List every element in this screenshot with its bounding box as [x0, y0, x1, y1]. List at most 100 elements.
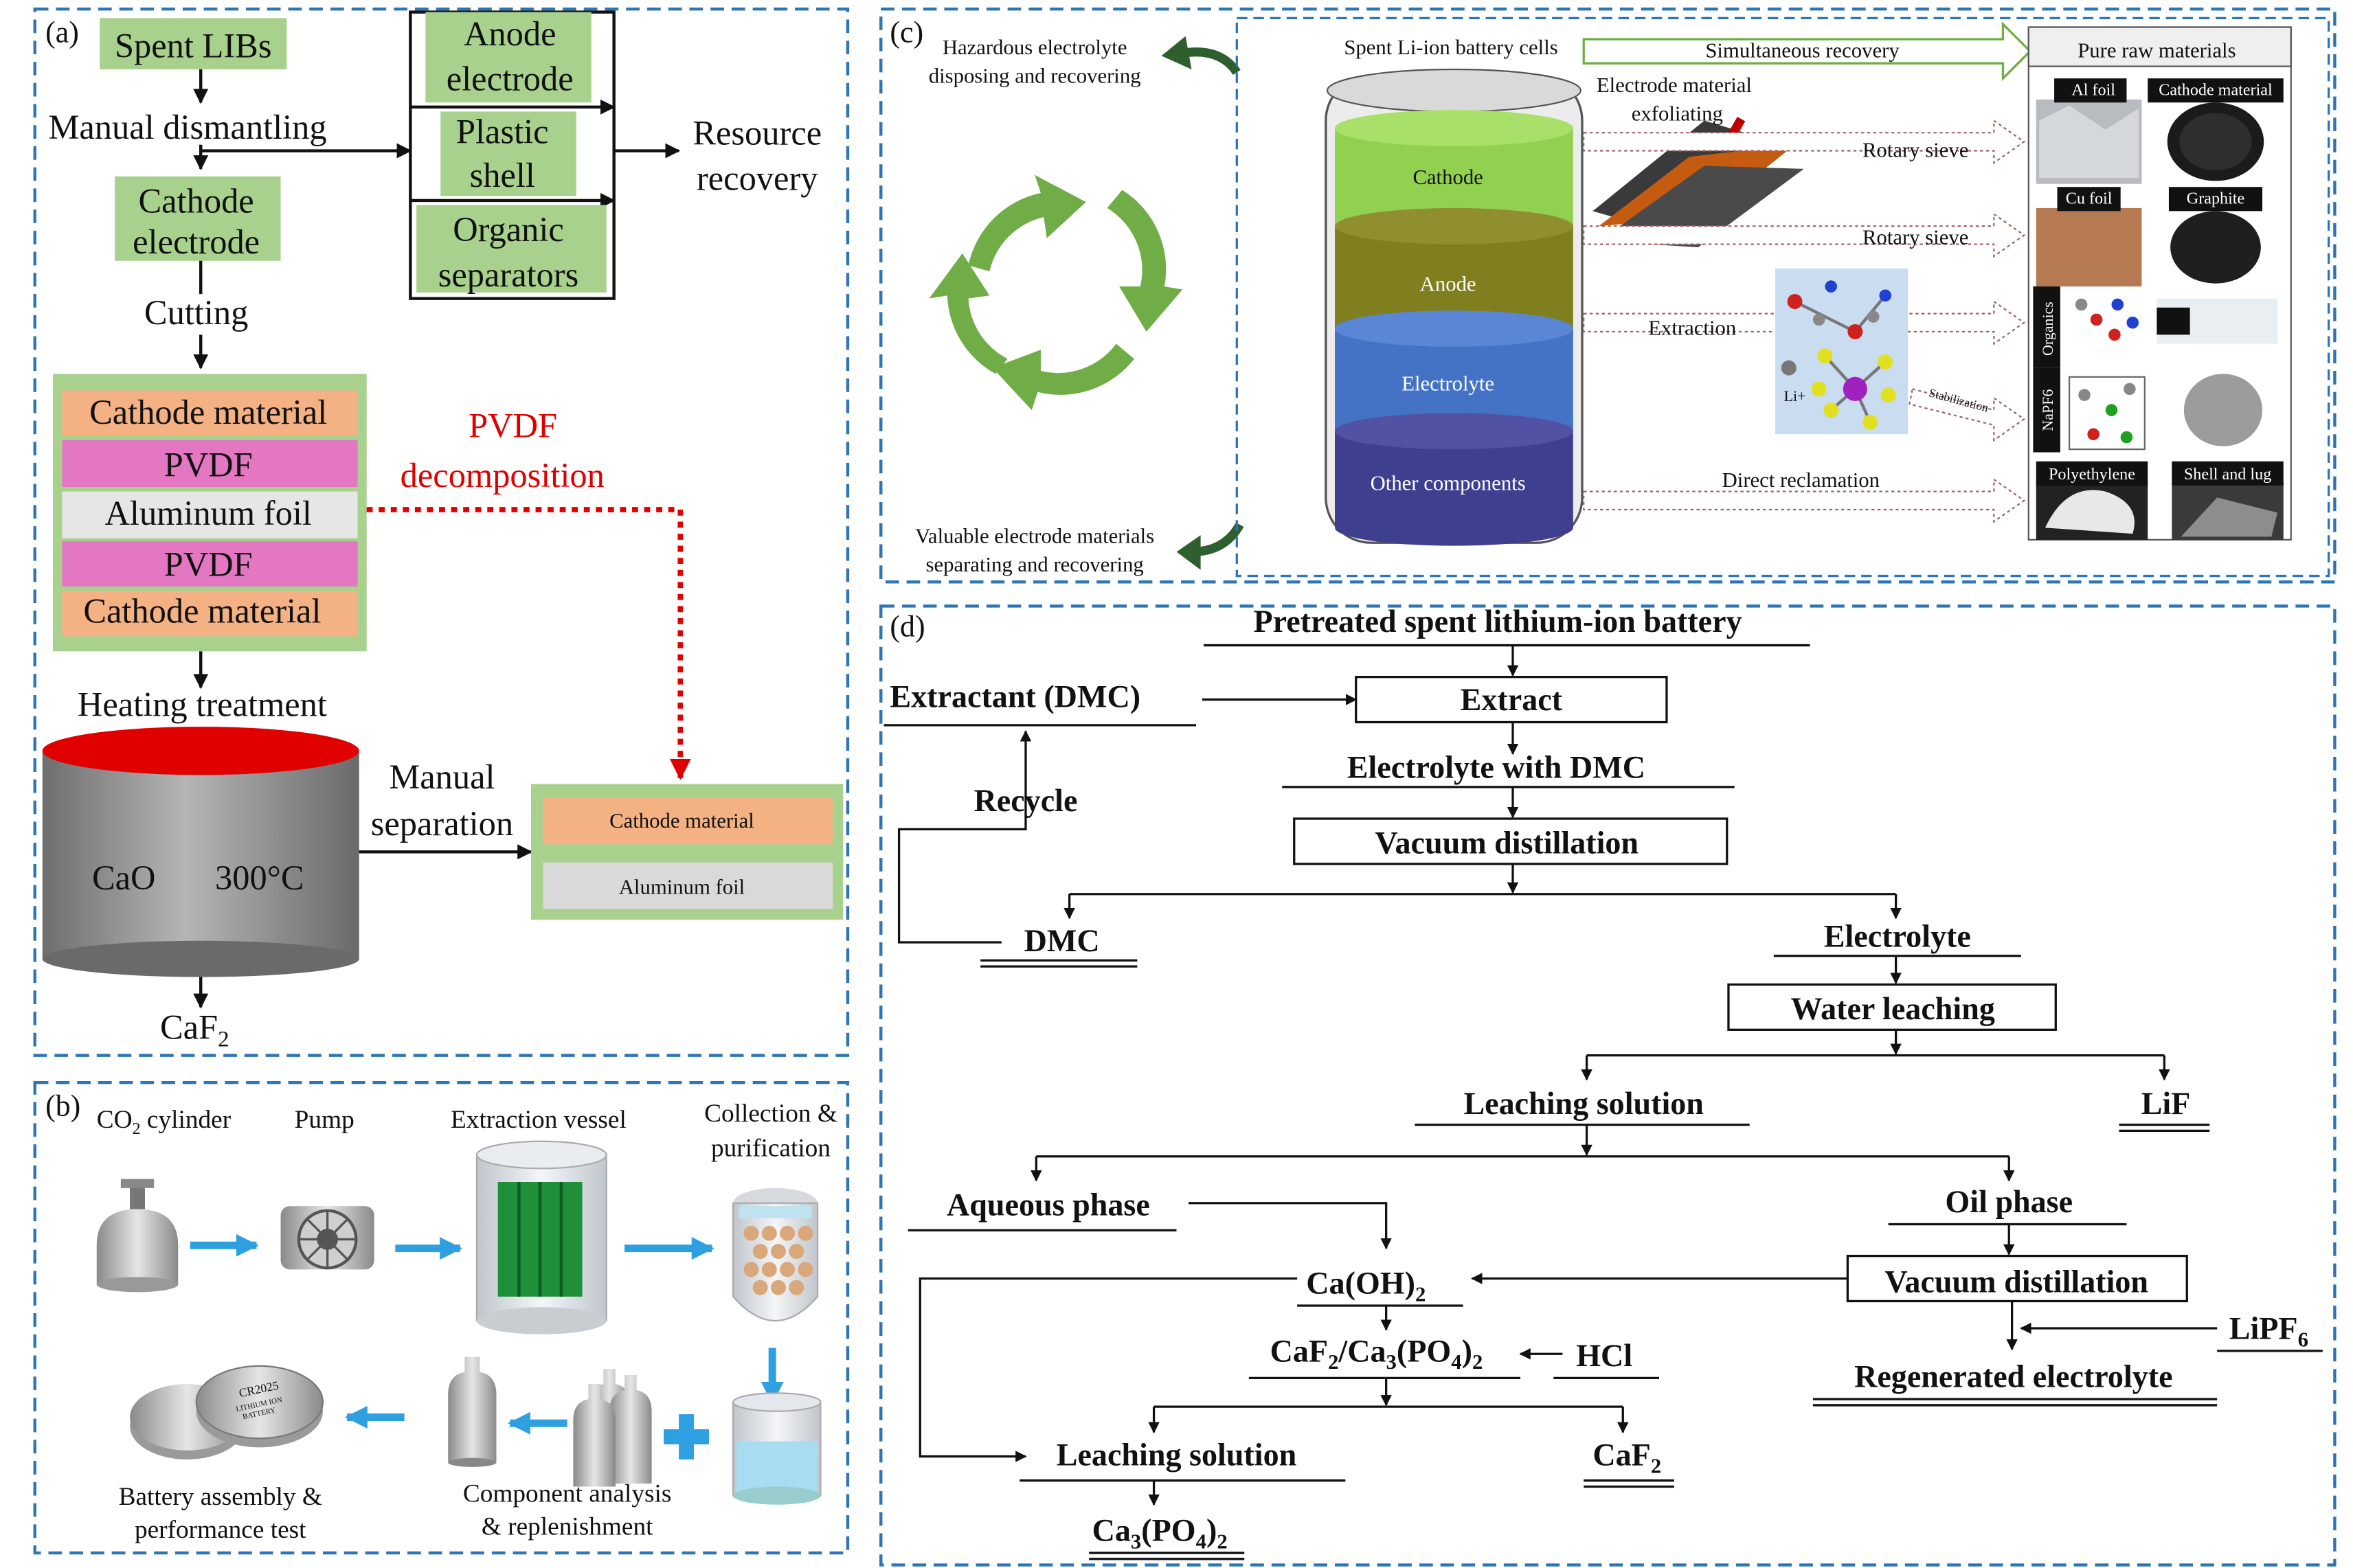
- vacuum-label-1: Vacuum distillation: [1375, 825, 1639, 860]
- electrolyte-dmc-label: Electrolyte with DMC: [1347, 750, 1645, 785]
- cell-layer-electrolyte: Electrolyte: [1401, 372, 1494, 396]
- lipf6-molecule-graphic: [1775, 268, 1909, 435]
- panel-b-label: (b): [45, 1089, 80, 1122]
- hcl-label: HCl: [1576, 1338, 1632, 1373]
- layer-cathode-bottom: [62, 591, 358, 637]
- cell-layer-other: Other components: [1371, 471, 1526, 495]
- resource-label-2: recovery: [697, 159, 818, 198]
- heating-label: Heating treatment: [78, 685, 327, 724]
- leaching-solution-label-2: Leaching solution: [1057, 1438, 1297, 1473]
- vacuum-box-1: [1293, 817, 1729, 865]
- plastic-label-1: Plastic: [456, 113, 549, 151]
- cells-label: Spent Li-ion battery cells: [1344, 36, 1557, 59]
- layer-label-4: PVDF: [164, 545, 253, 584]
- cathode-electrode-label-2: electrode: [133, 223, 260, 261]
- plus-icon: [664, 1414, 709, 1459]
- caf2-ca3po4-label: CaF2/Ca3(PO4)2: [1270, 1333, 1483, 1374]
- tile-organics: Organics: [2039, 302, 2056, 356]
- panel-d-label: (d): [890, 610, 925, 643]
- spent-libs-label: Spent LIBs: [115, 26, 272, 65]
- direct-label: Direct reclamation: [1722, 468, 1880, 492]
- cathode-electrode-box: [115, 176, 281, 261]
- layer-pvdf-bottom: [62, 541, 358, 587]
- pump-icon: [280, 1206, 374, 1270]
- extract-label: Extract: [1461, 682, 1563, 717]
- cathode-electrode-label-1: Cathode: [139, 182, 254, 220]
- purification-column-icon: [732, 1188, 819, 1321]
- co2-cylinder-icon: [96, 1179, 179, 1293]
- organic-label-1: Organic: [453, 210, 564, 249]
- caf2-final-label: CaF2: [1592, 1438, 1661, 1478]
- exfol-label-2: exfoliating: [1632, 102, 1723, 126]
- plastic-shell-box: [440, 111, 576, 196]
- separated-aluminum-label: Aluminum foil: [619, 876, 745, 899]
- resource-label-1: Resource: [693, 114, 822, 152]
- caf2-output-label: CaF2: [160, 1008, 229, 1052]
- organic-separators-box: [416, 205, 607, 293]
- tile-cu-foil: Cu foil: [2066, 189, 2113, 207]
- simultaneous-arrow: [1582, 21, 2032, 82]
- panel-d: (d) Pretreated spent lithium-ion battery…: [883, 604, 2323, 1560]
- panel-a-label: (a): [45, 16, 79, 49]
- water-leaching-label: Water leaching: [1791, 991, 1995, 1026]
- pure-materials-title: Pure raw materials: [2078, 38, 2236, 62]
- tile-al-foil: Al foil: [2071, 80, 2115, 99]
- tile-graphite: Graphite: [2187, 189, 2244, 207]
- lipf6-label: LiPF6: [2229, 1310, 2308, 1351]
- temperature-label: 300°C: [215, 859, 304, 897]
- aqueous-label: Aqueous phase: [947, 1187, 1150, 1222]
- layer-label-2: PVDF: [164, 446, 253, 484]
- battery-label-1: Battery assembly &: [119, 1483, 322, 1511]
- heating-cylinder-body: [42, 751, 359, 959]
- tile-polyethylene: Polyethylene: [2049, 465, 2135, 484]
- simultaneous-label: Simultaneous recovery: [1705, 38, 1900, 62]
- rotary-label-1: Rotary sieve: [1862, 138, 1968, 161]
- caoh2-label: Ca(OH)2: [1306, 1265, 1426, 1306]
- ca3po42-label: Ca3(PO4)2: [1092, 1512, 1228, 1553]
- extraction-vessel-icon: [475, 1140, 607, 1334]
- tile-napf6: NaPF6: [2039, 389, 2056, 431]
- layer-label-1: Cathode material: [89, 393, 327, 431]
- panel-c-border: [879, 7, 2337, 584]
- separated-cathode: [543, 797, 833, 845]
- cell-layer-cathode: Cathode: [1412, 166, 1483, 189]
- dmc-label: DMC: [1024, 923, 1100, 958]
- plastic-label-2: shell: [470, 156, 535, 194]
- battery-cell-cylinder: [1325, 68, 1584, 546]
- collection-beaker-icon: [732, 1392, 822, 1505]
- hazardous-label-2: disposing and recovering: [929, 65, 1141, 88]
- valuable-label-2: separating and recovering: [926, 553, 1144, 576]
- pump-label: Pump: [295, 1106, 354, 1134]
- separated-aluminum: [543, 862, 833, 909]
- pvdf-decomp-label-1: PVDF: [469, 407, 557, 445]
- layer-cathode-top: [62, 390, 358, 436]
- cell-layer-anode: Anode: [1420, 273, 1476, 296]
- lif-label: LiF: [2141, 1086, 2191, 1121]
- spent-libs-box: [100, 18, 287, 69]
- panel-a: (a) Spent LIBs Manual dismantling Cathod…: [42, 10, 844, 1052]
- extraction-label: Extraction: [1648, 316, 1736, 339]
- anode-label-2: electrode: [447, 60, 574, 98]
- layer-aluminum: [62, 491, 358, 538]
- extractant-label: Extractant (DMC): [890, 679, 1140, 714]
- rotary-label-2: Rotary sieve: [1862, 226, 1968, 249]
- cutting-label: Cutting: [144, 293, 248, 332]
- vacuum-label-2: Vacuum distillation: [1884, 1264, 2148, 1299]
- layer-label-5: Cathode material: [83, 592, 321, 630]
- oil-phase-label: Oil phase: [1945, 1184, 2073, 1219]
- organic-label-2: separators: [438, 255, 579, 294]
- anode-label-1: Anode: [464, 14, 556, 53]
- co2-cylinder-label: CO2 cylinder: [97, 1106, 232, 1138]
- tile-shell-lug: Shell and lug: [2184, 465, 2271, 484]
- extract-box: [1355, 675, 1668, 724]
- panel-d-border: [879, 604, 2337, 1567]
- component-label-2: & replenishment: [482, 1513, 653, 1541]
- hazardous-label-1: Hazardous electrolyte: [943, 36, 1127, 59]
- collection-label-2: purification: [711, 1135, 831, 1163]
- layer-pvdf-top: [62, 440, 358, 488]
- li-ion-label: Li+: [1784, 387, 1806, 405]
- water-leaching-box: [1727, 983, 2057, 1031]
- battery-label-2: performance test: [135, 1516, 306, 1544]
- pvdf-decomp-label-2: decomposition: [401, 456, 605, 495]
